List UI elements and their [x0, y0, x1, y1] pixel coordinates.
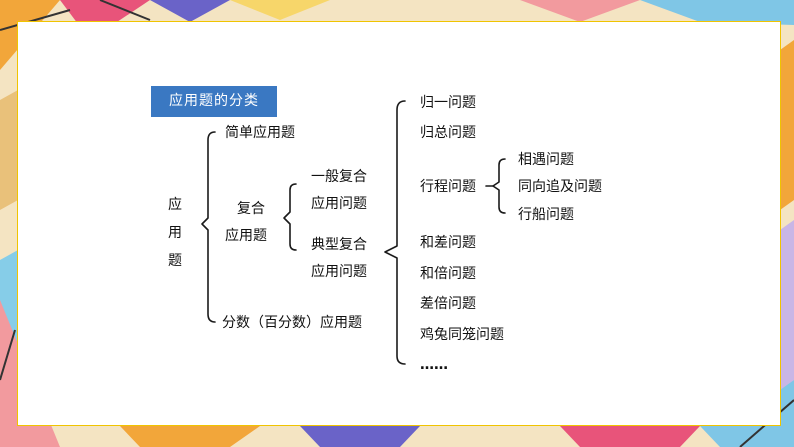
- problem-item: 行程问题: [420, 179, 476, 195]
- root-char: 应: [168, 197, 182, 213]
- problem-item: 和倍问题: [420, 266, 476, 282]
- root-char: 题: [168, 253, 182, 269]
- problem-item: 差倍问题: [420, 296, 476, 312]
- fraction-node: 分数（百分数）应用题: [222, 315, 362, 331]
- problem-item: ……: [420, 357, 448, 373]
- typical-node-line2: 应用问题: [311, 264, 367, 280]
- root-label: 应 用 题: [168, 198, 182, 282]
- problem-item: 鸡兔同笼问题: [420, 327, 504, 343]
- travel-subitem: 相遇问题: [518, 152, 574, 168]
- simple-node: 简单应用题: [225, 125, 295, 141]
- problem-item: 归总问题: [420, 125, 476, 141]
- content-card: [17, 21, 781, 426]
- compound-node-line2: 应用题: [225, 228, 267, 244]
- root-char: 用: [168, 225, 182, 241]
- typical-node-line1: 典型复合: [311, 237, 367, 253]
- travel-subitem: 同向追及问题: [518, 179, 602, 195]
- problem-item: 和差问题: [420, 235, 476, 251]
- problem-item: 归一问题: [420, 95, 476, 111]
- general-node-line1: 一般复合: [311, 169, 367, 185]
- travel-subitem: 行船问题: [518, 207, 574, 223]
- diagram-title: 应用题的分类: [151, 86, 277, 117]
- compound-node-line1: 复合: [237, 201, 265, 217]
- general-node-line2: 应用问题: [311, 196, 367, 212]
